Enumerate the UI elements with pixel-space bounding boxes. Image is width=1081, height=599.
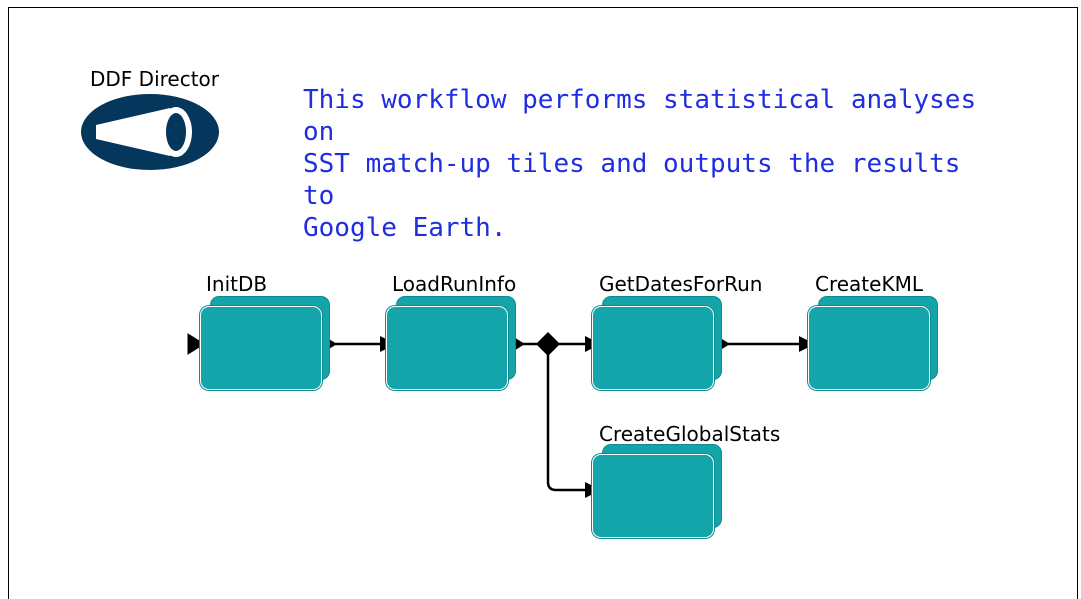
actor-createglobalstats[interactable]	[592, 444, 726, 540]
actor-body	[200, 306, 322, 390]
actor-getdatesforrun[interactable]	[592, 296, 726, 392]
actor-label-loadruninfo: LoadRunInfo	[392, 272, 517, 296]
actor-label-initdb: InitDB	[206, 272, 268, 296]
actor-body	[386, 306, 508, 390]
actor-loadruninfo[interactable]	[386, 296, 520, 392]
input-port-initdb	[187, 333, 205, 355]
canvas-frame	[8, 7, 1078, 599]
actor-body	[592, 454, 714, 538]
ddf-director-icon[interactable]	[80, 92, 220, 172]
actor-body	[592, 306, 714, 390]
actor-label-createkml: CreateKML	[815, 272, 923, 296]
workflow-annotation[interactable]: This workflow performs statistical analy…	[303, 85, 977, 243]
actor-label-createglobalstats: CreateGlobalStats	[599, 422, 781, 446]
relation-diamond	[536, 332, 560, 356]
wire-relation-createglobalstats	[546, 344, 598, 492]
actor-body	[808, 306, 930, 390]
actor-createkml[interactable]	[808, 296, 942, 392]
actor-initdb[interactable]	[200, 296, 334, 392]
actor-label-getdatesforrun: GetDatesForRun	[599, 272, 763, 296]
director-label: DDF Director	[90, 67, 220, 91]
arrowhead-createkml	[799, 336, 815, 352]
